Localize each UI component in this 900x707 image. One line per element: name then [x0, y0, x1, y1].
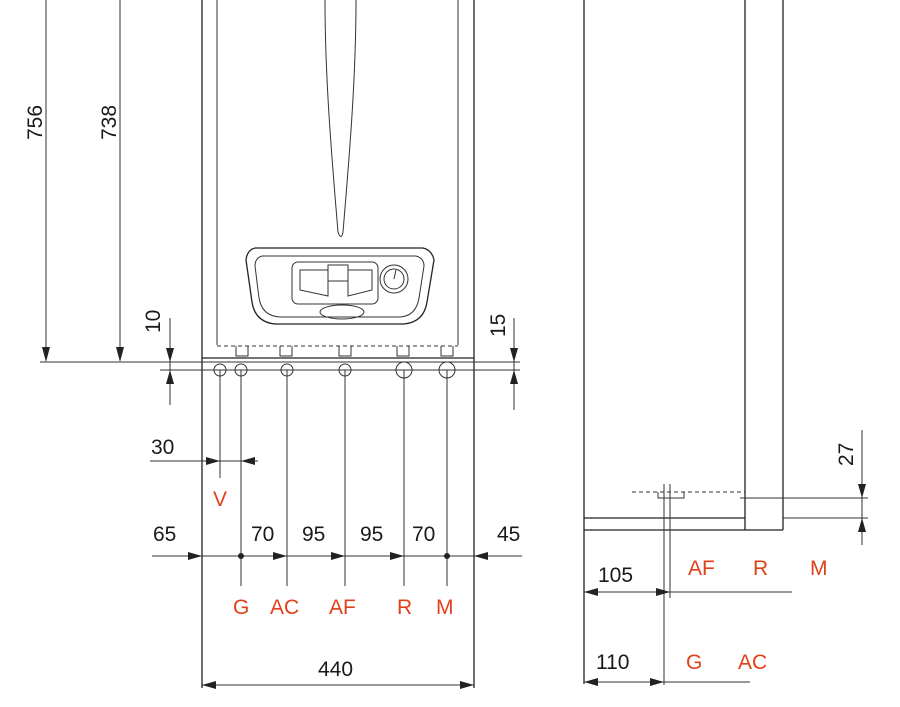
dim-27-label: 27: [835, 443, 858, 466]
dim-756-label: 756: [24, 105, 47, 140]
connection-label-g: G: [233, 596, 249, 619]
control-panel-inner: [254, 255, 425, 318]
dim-10-label: 10: [142, 310, 165, 333]
front-flame-shape: [324, 0, 357, 237]
side-label-af: AF: [688, 557, 715, 580]
pressure-gauge-dial: [383, 268, 405, 290]
display-housing: [291, 261, 379, 305]
control-panel-outer: [245, 247, 435, 325]
gauge-needle: [393, 269, 397, 280]
button-right-icon: [347, 269, 373, 297]
display-icon: [327, 264, 349, 282]
connection-stubs: [235, 346, 454, 357]
side-label-ac: AC: [738, 651, 767, 674]
dim-15-label: 15: [487, 314, 510, 337]
connection-label-v: V: [213, 488, 227, 511]
side-label-m: M: [810, 557, 828, 580]
side-label-g: G: [686, 651, 702, 674]
spacing-65: 65: [153, 523, 176, 546]
spacing-95-right: 95: [360, 523, 383, 546]
spacing-70-left: 70: [251, 523, 274, 546]
dim-110-label: 110: [596, 651, 629, 674]
dim-440-label: 440: [318, 658, 353, 681]
dim-30-label: 30: [151, 436, 174, 459]
connection-label-af: AF: [329, 596, 356, 619]
side-view: 27 105 AF R M 110 G AC: [583, 0, 868, 686]
connection-label-m: M: [436, 596, 454, 619]
dim-105-label: 105: [598, 564, 633, 587]
front-view: 756 738 10 15 30 V 65 70 95 95 70 45: [24, 0, 522, 689]
dim-738-label: 738: [98, 105, 121, 140]
connection-label-r: R: [397, 596, 412, 619]
side-fitting: [657, 492, 685, 499]
pressure-gauge-icon: [379, 264, 409, 294]
spacing-70-right: 70: [412, 523, 435, 546]
spacing-95-left: 95: [302, 523, 325, 546]
control-panel: [245, 247, 435, 325]
button-left-icon: [299, 269, 329, 297]
button-bottom-icon: [319, 304, 365, 320]
side-label-r: R: [753, 557, 768, 580]
connection-label-ac: AC: [270, 596, 299, 619]
spacing-45: 45: [497, 523, 520, 546]
